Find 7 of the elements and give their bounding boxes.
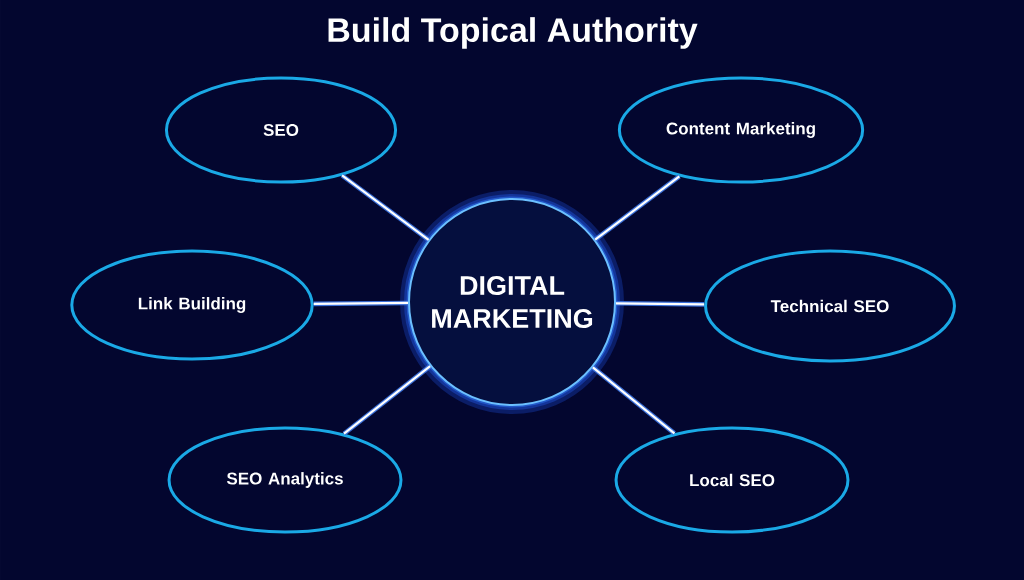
connector-line	[313, 300, 409, 307]
connector-line	[591, 365, 676, 436]
connector-line	[615, 301, 705, 307]
title: Build Topical Authority	[328, 17, 698, 49]
connector-line	[593, 174, 681, 242]
connector-line	[342, 364, 432, 436]
connector-line	[340, 173, 430, 242]
